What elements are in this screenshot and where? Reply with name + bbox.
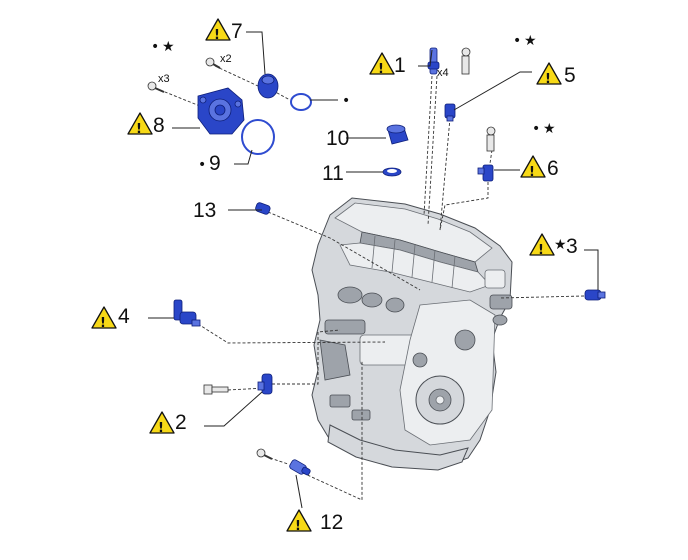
marker-pump-bolt: • ★	[151, 39, 175, 55]
callout-leaders	[148, 31, 599, 509]
callout-4: ! 4	[91, 305, 130, 331]
svg-text:3: 3	[566, 235, 578, 258]
bolt-bottom	[256, 448, 273, 460]
callout-3: ! ★ 3	[529, 233, 578, 258]
svg-text:8: 8	[153, 114, 165, 137]
warning-icon: !	[529, 165, 535, 180]
part-3-sensor	[584, 289, 606, 301]
bolts	[147, 47, 496, 460]
svg-text:11: 11	[322, 162, 344, 185]
dot-marker: •	[513, 33, 521, 49]
part-9-gasket	[241, 119, 275, 155]
warning-icon: !	[214, 28, 220, 43]
callout-7: ! 7	[205, 18, 243, 43]
svg-text:2: 2	[175, 411, 187, 434]
bolt-pump	[147, 81, 165, 93]
part-6-sensor	[477, 164, 494, 182]
svg-text:4: 4	[118, 305, 130, 328]
dashed-leader-lines	[159, 65, 585, 501]
part-8-pump	[197, 87, 245, 135]
bolt-mid-right	[486, 126, 496, 152]
bolt-left-sensor	[203, 384, 229, 395]
part-2-sensor	[257, 373, 273, 395]
marker-gasket: •	[342, 93, 350, 109]
qty-pump-bolts: x3	[158, 73, 170, 85]
svg-text:13: 13	[193, 199, 216, 222]
part-12-sensor	[289, 459, 311, 476]
svg-text:10: 10	[326, 127, 349, 150]
warning-icon: !	[378, 62, 384, 77]
part-5-sensor	[444, 103, 456, 122]
star-icon: ★	[543, 121, 556, 137]
part-11-ring	[382, 167, 402, 177]
bolt-top-right	[461, 47, 471, 75]
callout-8: ! 8	[127, 112, 165, 137]
svg-text:9: 9	[209, 152, 221, 175]
warning-icon: !	[158, 421, 164, 436]
star-icon: ★	[524, 33, 537, 49]
star-icon: ★	[554, 237, 567, 253]
dot-marker: •	[532, 121, 540, 137]
svg-text:x4: x4	[437, 67, 449, 79]
callout-6: ! 6	[520, 155, 559, 180]
part-13-plug	[255, 202, 271, 215]
marker-top-right: • ★	[513, 33, 537, 49]
part-7-actuator	[257, 73, 279, 99]
callout-5: ! 5	[536, 62, 576, 87]
callout-13: 13	[193, 199, 216, 222]
engine-block	[311, 197, 513, 471]
svg-text:5: 5	[564, 64, 576, 87]
part-10-cap	[386, 124, 409, 145]
warning-icon: !	[136, 122, 142, 137]
warning-icon: !	[538, 243, 544, 258]
svg-text:7: 7	[231, 20, 243, 43]
callout-2: ! 2	[149, 411, 187, 436]
callout-10: 10	[326, 127, 349, 150]
callout-9: • 9	[198, 152, 221, 175]
gasket-upper	[290, 93, 312, 111]
dot-marker: •	[198, 157, 206, 173]
svg-text:1: 1	[394, 54, 406, 77]
svg-text:12: 12	[320, 511, 343, 534]
dot-marker: •	[151, 39, 159, 55]
callout-11: 11	[322, 162, 344, 185]
callout-12: ! 12	[286, 509, 343, 534]
star-icon: ★	[162, 39, 175, 55]
warning-icon: !	[295, 519, 301, 534]
dot-marker: •	[342, 93, 350, 109]
warning-icon: !	[545, 72, 551, 87]
callout-1: ! 1 x4	[369, 52, 449, 79]
bolt-actuator	[205, 57, 221, 69]
warning-icon: !	[100, 316, 106, 331]
marker-mid-right: • ★	[532, 121, 556, 137]
svg-text:6: 6	[547, 157, 559, 180]
part-4-sensor	[173, 299, 201, 327]
qty-actuator-bolts: x2	[220, 53, 232, 65]
